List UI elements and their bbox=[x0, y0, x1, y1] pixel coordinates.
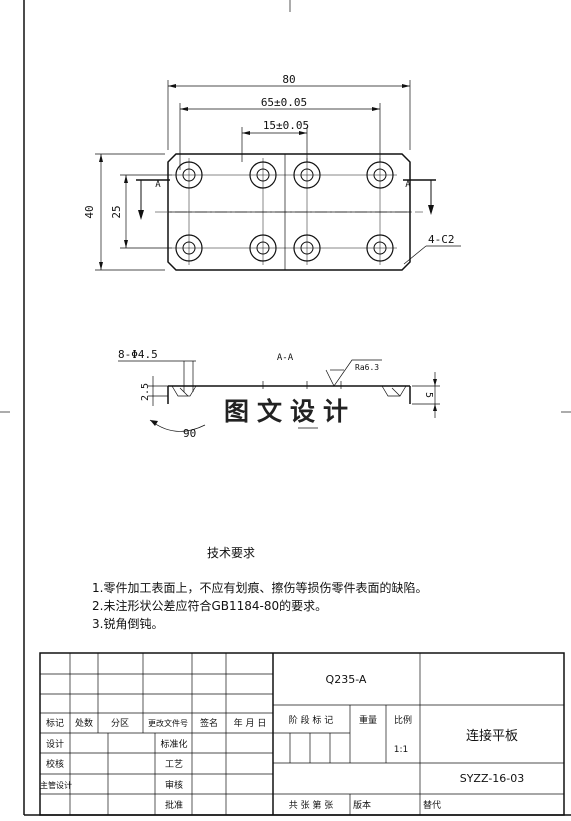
tb-material: Q235-A bbox=[326, 673, 367, 686]
section-mark-right: A bbox=[405, 180, 411, 190]
dim-thickness: 5 bbox=[423, 392, 434, 398]
dim-overall-width: 80 bbox=[282, 73, 295, 86]
tb-drawing-number: SYZZ-16-03 bbox=[460, 772, 525, 785]
note-3: 3.锐角倒钝。 bbox=[92, 617, 163, 631]
tb-role-standard: 标准化 bbox=[160, 738, 187, 750]
note-2: 2.未注形状公差应符合GB1184-80的要求。 bbox=[92, 598, 327, 613]
note-1: 1.零件加工表面上，不应有划痕、擦伤等损伤零件表面的缺陷。 bbox=[92, 580, 427, 595]
tb-role-check: 校核 bbox=[46, 758, 64, 770]
tb-scale-label: 比例 bbox=[394, 714, 412, 726]
top-view: 80 65±0.05 15±0.05 40 25 A A bbox=[83, 73, 461, 271]
tb-role-review: 审核 bbox=[165, 779, 183, 791]
tb-role-process: 工艺 bbox=[165, 759, 183, 770]
dim-angle: 90 bbox=[183, 427, 196, 440]
tb-header-0: 标记 bbox=[46, 717, 64, 729]
tb-replace-label: 替代 bbox=[423, 799, 441, 811]
tb-header-5: 年 月 日 bbox=[234, 717, 267, 729]
tb-role-approve: 批准 bbox=[165, 799, 183, 811]
notes-title: 技术要求 bbox=[207, 546, 255, 560]
dim-holes: 8-Φ4.5 bbox=[118, 348, 158, 361]
dim-overall-height: 40 bbox=[83, 205, 96, 218]
watermark-text: 图文设计 bbox=[224, 397, 356, 426]
tb-part-name: 连接平板 bbox=[466, 728, 518, 744]
tb-sheet-label: 共 张 第 张 bbox=[289, 799, 334, 811]
technical-notes: 技术要求 1.零件加工表面上，不应有划痕、擦伤等损伤零件表面的缺陷。 2.未注形… bbox=[92, 546, 427, 631]
tb-role-design: 设计 bbox=[46, 738, 64, 750]
tb-header-1: 处数 bbox=[75, 717, 93, 729]
tb-header-2: 分区 bbox=[111, 718, 129, 729]
tb-header-3: 更改文件号 bbox=[148, 718, 188, 728]
dim-hole-row-span: 25 bbox=[110, 205, 123, 218]
hole-group bbox=[175, 161, 394, 262]
tb-header-4: 签名 bbox=[200, 717, 218, 729]
tb-stage-label: 阶 段 标 记 bbox=[289, 714, 334, 726]
hole-centermarks bbox=[172, 158, 397, 265]
dim-inner-span: 15±0.05 bbox=[263, 119, 309, 132]
dim-counterbore: 2.5 bbox=[140, 383, 151, 401]
title-block: 标记 处数 分区 更改文件号 签名 年 月 日 设计 校核 主管设计 标准化 工… bbox=[39, 652, 565, 816]
roughness-symbol: Ra6.3 bbox=[355, 363, 379, 372]
tb-weight-label: 重量 bbox=[359, 714, 377, 726]
section-label: A-A bbox=[277, 353, 294, 363]
dim-hole-span: 65±0.05 bbox=[261, 96, 307, 109]
section-view: A-A 8-Φ4.5 2.5 90 5 bbox=[118, 348, 440, 440]
tb-role-chief: 主管设计 bbox=[40, 780, 72, 790]
section-mark-left: A bbox=[155, 180, 161, 190]
dim-chamfer: 4-C2 bbox=[428, 233, 455, 246]
tb-scale-value: 1:1 bbox=[394, 745, 408, 755]
tb-version-label: 版本 bbox=[353, 799, 371, 811]
plate-outline bbox=[167, 153, 411, 271]
